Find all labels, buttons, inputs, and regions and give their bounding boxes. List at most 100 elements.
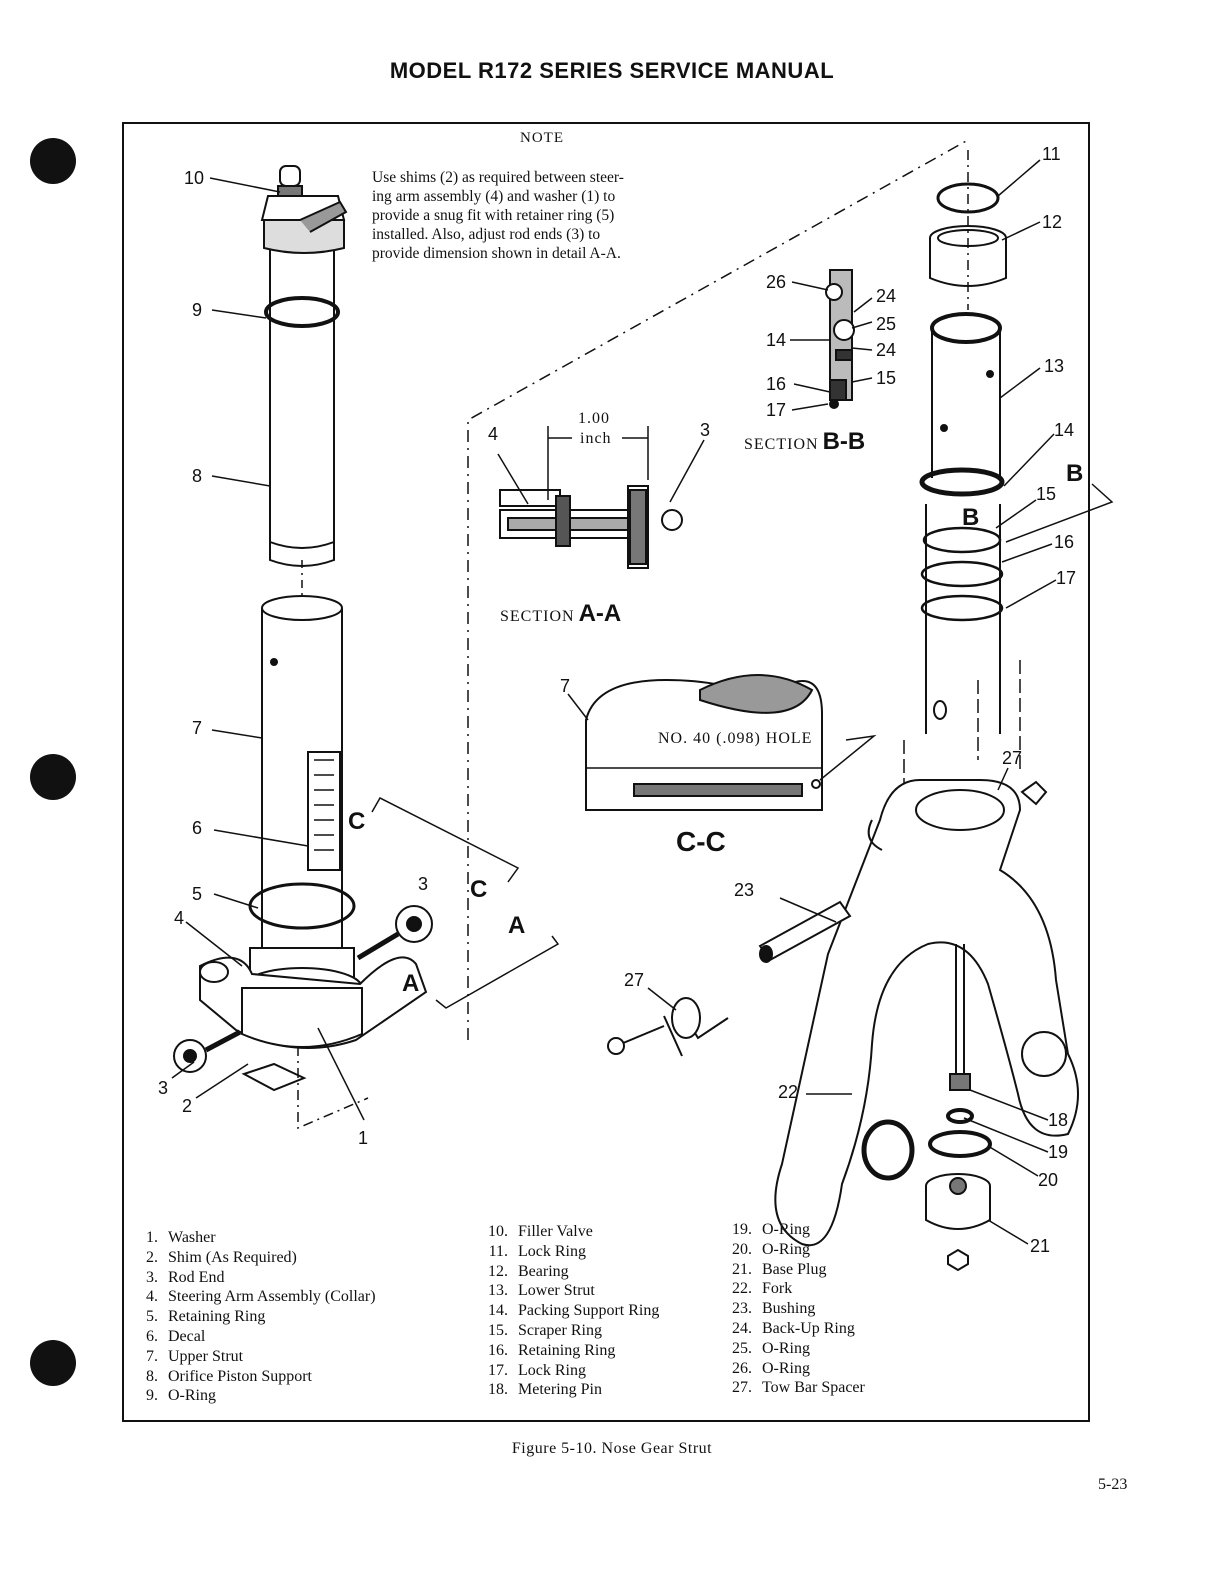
- legend-item: 26.O-Ring: [732, 1359, 810, 1377]
- legend-item: 18.Metering Pin: [488, 1381, 602, 1399]
- legend-item: 9.O-Ring: [146, 1387, 216, 1405]
- upper-strut: [261, 595, 343, 948]
- callout-25: 25: [876, 314, 897, 334]
- callout-11: 11: [1042, 144, 1061, 164]
- callout-24-upper: 24: [876, 286, 897, 306]
- bushing-and-spacer: [607, 780, 1048, 1057]
- callout-2: 2: [182, 1096, 193, 1116]
- note-line: ing arm assembly (4) and washer (1) to: [372, 188, 616, 205]
- callout-5: 5: [192, 884, 203, 904]
- view-indicators: [371, 797, 560, 1009]
- callout-8: 8: [192, 466, 203, 486]
- callout-20: 20: [1038, 1170, 1059, 1190]
- view-a-upper: A: [508, 912, 526, 939]
- callout-6: 6: [192, 818, 203, 838]
- section-bb-letter: B-B: [822, 428, 866, 455]
- note-title: NOTE: [520, 130, 564, 146]
- callout-7: 7: [192, 718, 203, 738]
- callout-21: 21: [1030, 1236, 1051, 1256]
- callout-17-bb: 17: [766, 400, 787, 420]
- legend-item: 1.Washer: [146, 1229, 216, 1246]
- callout-24-lower: 24: [876, 340, 897, 360]
- callout-14-bb: 14: [766, 330, 787, 350]
- callout-16: 16: [1054, 532, 1075, 552]
- callout-23: 23: [734, 880, 755, 900]
- callout-15: 15: [1036, 484, 1057, 504]
- callout-7-cc: 7: [560, 676, 571, 696]
- section-aa-label: SECTION A-A: [500, 600, 621, 628]
- shim-2: [241, 1062, 307, 1092]
- section-bb-label: SECTION B-B: [744, 428, 865, 456]
- section-cc-letter: C-C: [676, 826, 726, 857]
- note-line: Use shims (2) as required between steer-: [372, 169, 624, 186]
- callout-10: 10: [184, 168, 205, 188]
- callout-16-bb: 16: [766, 374, 787, 394]
- rod-end-left: [173, 1029, 242, 1073]
- page-header: MODEL R172 SERIES SERVICE MANUAL: [389, 58, 835, 83]
- legend-column-3: 19.O-Ring 20.O-Ring 21.Base Plug 22.Fork…: [722, 1220, 865, 1398]
- legend-item: 25.O-Ring: [732, 1339, 810, 1357]
- callout-1: 1: [358, 1128, 369, 1148]
- callout-26: 26: [766, 272, 787, 292]
- callout-22: 22: [778, 1082, 799, 1102]
- callout-14: 14: [1054, 420, 1075, 440]
- legend-item: 22.Fork: [732, 1280, 793, 1298]
- note-text: Use shims (2) as required between steer-…: [372, 168, 762, 263]
- retaining-ring-5: [248, 882, 356, 930]
- view-c-lower: C: [470, 876, 488, 903]
- legend-item: 14.Packing Support Ring: [488, 1302, 660, 1320]
- fork-22: [774, 779, 1079, 1247]
- left-leaders: [171, 177, 365, 1121]
- callout-18: 18: [1048, 1110, 1069, 1130]
- section-aa-letter: A-A: [578, 600, 622, 627]
- orifice-piston-support: [264, 250, 340, 567]
- legend-item: 11.Lock Ring: [488, 1242, 586, 1260]
- callout-3-right: 3: [418, 874, 429, 894]
- legend-column-2: 10.Filler Valve 11.Lock Ring 12.Bearing …: [478, 1222, 659, 1400]
- note-line: installed. Also, adjust rod ends (3) to: [372, 226, 601, 243]
- legend-column-1: 1.Washer 2.Shim (As Required) 3.Rod End …: [128, 1228, 376, 1406]
- view-b-lower: B: [962, 504, 980, 531]
- legend-item: 15.Scraper Ring: [488, 1321, 602, 1339]
- rod-end-right: [356, 905, 433, 961]
- callout-19: 19: [1048, 1142, 1069, 1162]
- view-a-lower: A: [402, 970, 420, 997]
- callout-4-aa: 4: [488, 424, 499, 444]
- legend-item: 27.Tow Bar Spacer: [732, 1379, 865, 1397]
- view-c-upper: C: [348, 808, 366, 835]
- legend-item: 19.O-Ring: [732, 1221, 810, 1238]
- metering-pin: [949, 944, 971, 1091]
- legend-item: 16.Retaining Ring: [488, 1341, 616, 1359]
- legend-item: 7.Upper Strut: [146, 1347, 244, 1365]
- callout-12: 12: [1042, 212, 1063, 232]
- legend-item: 4.Steering Arm Assembly (Collar): [146, 1288, 376, 1306]
- legend-item: 20.O-Ring: [732, 1240, 810, 1258]
- callout-15-bb: 15: [876, 368, 897, 388]
- section-bb-prefix: SECTION: [744, 436, 819, 453]
- lock-ring-11: [936, 182, 1000, 214]
- dimension-unit: inch: [580, 430, 612, 447]
- binder-hole-top: [30, 138, 76, 184]
- callout-9: 9: [192, 300, 203, 320]
- section-aa-drawing: [497, 426, 705, 569]
- section-bb-drawing: [790, 269, 873, 411]
- legend-item: 5.Retaining Ring: [146, 1308, 266, 1326]
- o-rings-19-20: [928, 1108, 992, 1158]
- view-b-upper: B: [1066, 460, 1084, 487]
- page-number: 5-23: [1098, 1476, 1128, 1493]
- base-plug: [925, 1173, 991, 1272]
- callout-3-aa: 3: [700, 420, 711, 440]
- legend-item: 10.Filler Valve: [488, 1223, 593, 1240]
- binder-hole-bottom: [30, 1340, 76, 1386]
- figure-frame: [122, 122, 1090, 1422]
- dimension-value: 1.00: [578, 410, 610, 427]
- callout-27-left: 27: [624, 970, 645, 990]
- note-line: provide a snug fit with retainer ring (5…: [372, 207, 615, 224]
- callout-3-left: 3: [158, 1078, 169, 1098]
- legend-item: 13.Lower Strut: [488, 1282, 595, 1300]
- callout-17: 17: [1056, 568, 1077, 588]
- legend-item: 23.Bushing: [732, 1300, 816, 1318]
- legend-item: 17.Lock Ring: [488, 1361, 586, 1379]
- section-aa-prefix: SECTION: [500, 608, 575, 625]
